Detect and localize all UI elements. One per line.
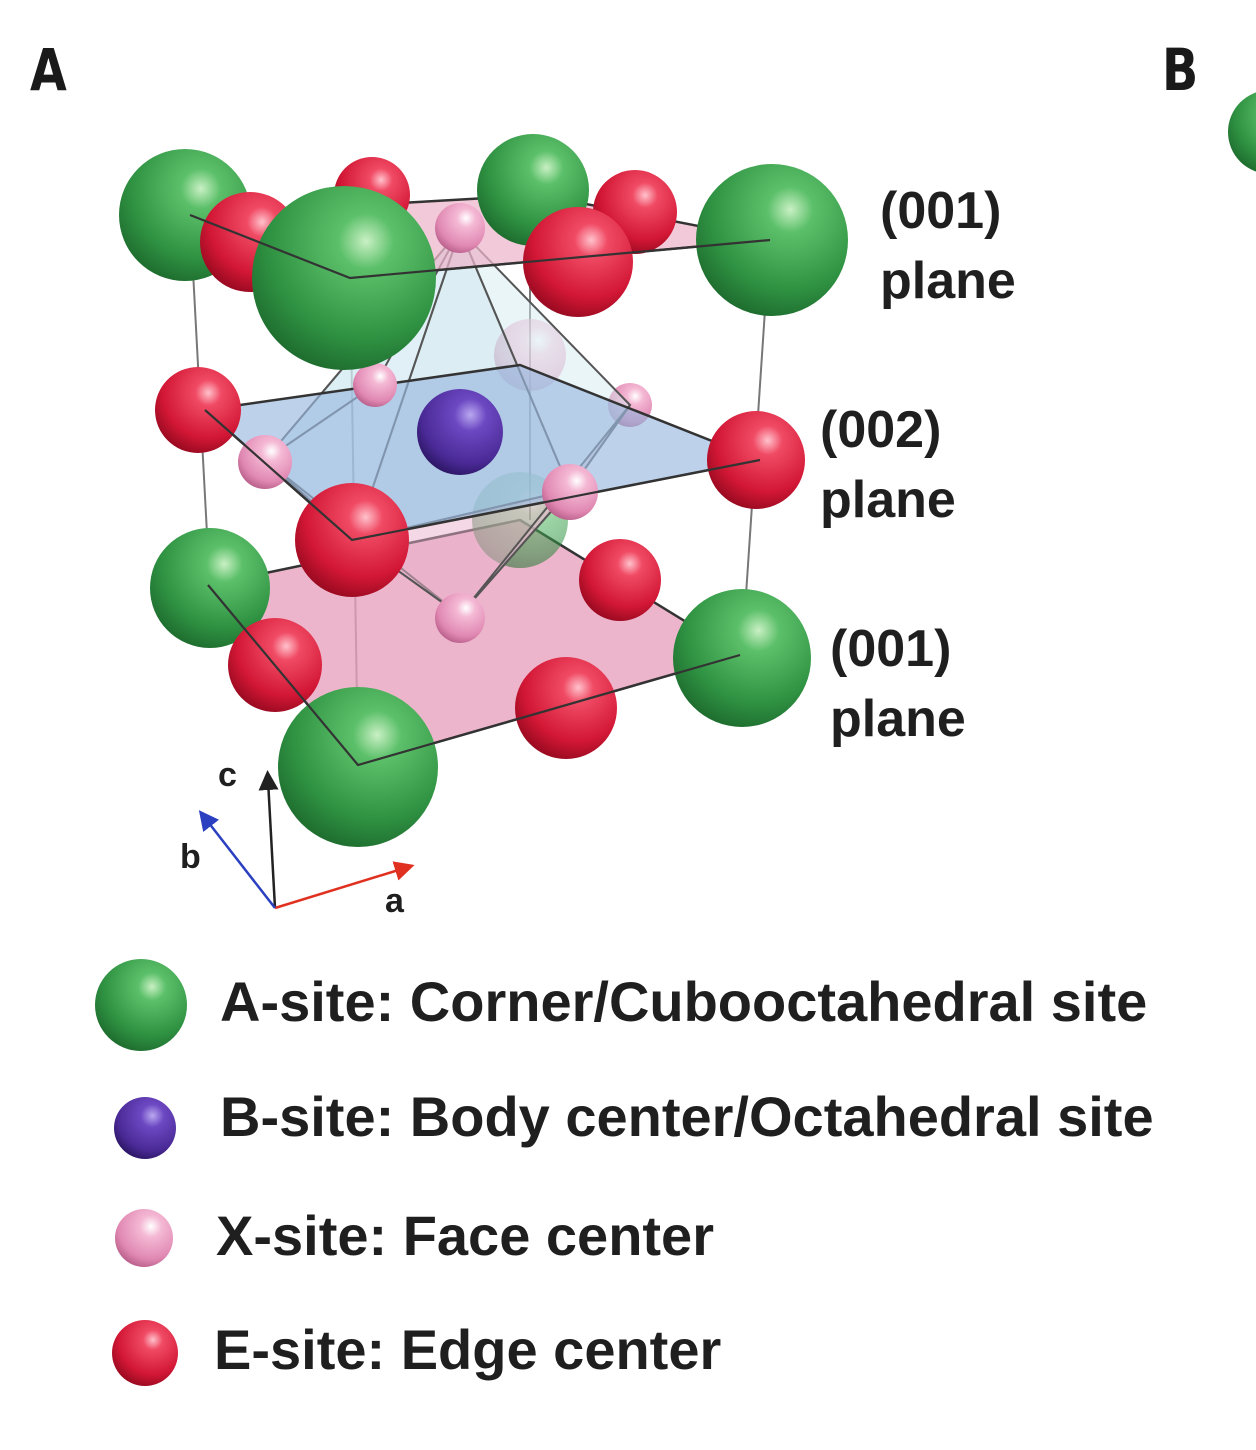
e-site-atom-mid-left <box>155 367 241 453</box>
purple-ball-icon <box>114 1097 176 1159</box>
b-site-atom <box>417 389 503 475</box>
x-site-atom-top-back <box>353 363 397 407</box>
plane-label-middle-index: (002) <box>820 401 942 459</box>
axis-label-c: c <box>218 756 237 794</box>
panel-label-a: A <box>30 36 67 104</box>
axis-label-b: b <box>180 838 201 876</box>
red-ball-icon <box>112 1320 178 1386</box>
legend-label-b-site: B-site: Body center/Octahedral site <box>220 1085 1154 1148</box>
legend-item-a-site: A-site: Corner/Cubooctahedral site <box>0 955 1256 1055</box>
legend-label-a-site: A-site: Corner/Cubooctahedral site <box>220 970 1148 1033</box>
e-site-atom-mid-back <box>579 539 661 621</box>
e-site-atom-bottom-right <box>515 657 617 759</box>
axis-triad <box>198 770 415 910</box>
x-site-atom-top <box>435 203 485 253</box>
plane-label-bottom-index: (001) <box>830 620 952 678</box>
plane-label-bottom: (001) plane <box>830 614 966 754</box>
a-site-atom-bottom-right <box>673 589 811 727</box>
legend-item-e-site: E-site: Edge center <box>0 1315 1256 1415</box>
e-site-atom-top-right <box>523 207 633 317</box>
pink-ball-icon <box>115 1209 173 1267</box>
x-site-atom-bottom <box>435 593 485 643</box>
legend-item-b-site: B-site: Body center/Octahedral site <box>0 1085 1256 1190</box>
panel-b-atom <box>1228 92 1256 172</box>
plane-label-middle: (002) plane <box>820 395 956 535</box>
plane-outline-overlays <box>189 213 771 767</box>
a-site-atom-bottom-front <box>278 687 438 847</box>
panel-label-b: B <box>1162 36 1199 104</box>
legend-item-x-site: X-site: Face center <box>0 1204 1256 1305</box>
a-site-atom-top-right <box>696 164 848 316</box>
plane-label-top-index: (001) <box>880 182 1002 240</box>
legend-label-x-site: X-site: Face center <box>216 1204 714 1267</box>
legend-label-e-site: E-site: Edge center <box>214 1318 722 1381</box>
plane-label-top-word: plane <box>880 252 1016 310</box>
x-site-atom-right <box>542 464 598 520</box>
a-site-atom-top-front <box>252 186 436 370</box>
axis-label-a: a <box>385 882 404 920</box>
plane-label-middle-word: plane <box>820 471 956 529</box>
plane-label-top: (001) plane <box>880 176 1016 316</box>
green-ball-icon <box>95 959 187 1051</box>
plane-label-bottom-word: plane <box>830 690 966 748</box>
